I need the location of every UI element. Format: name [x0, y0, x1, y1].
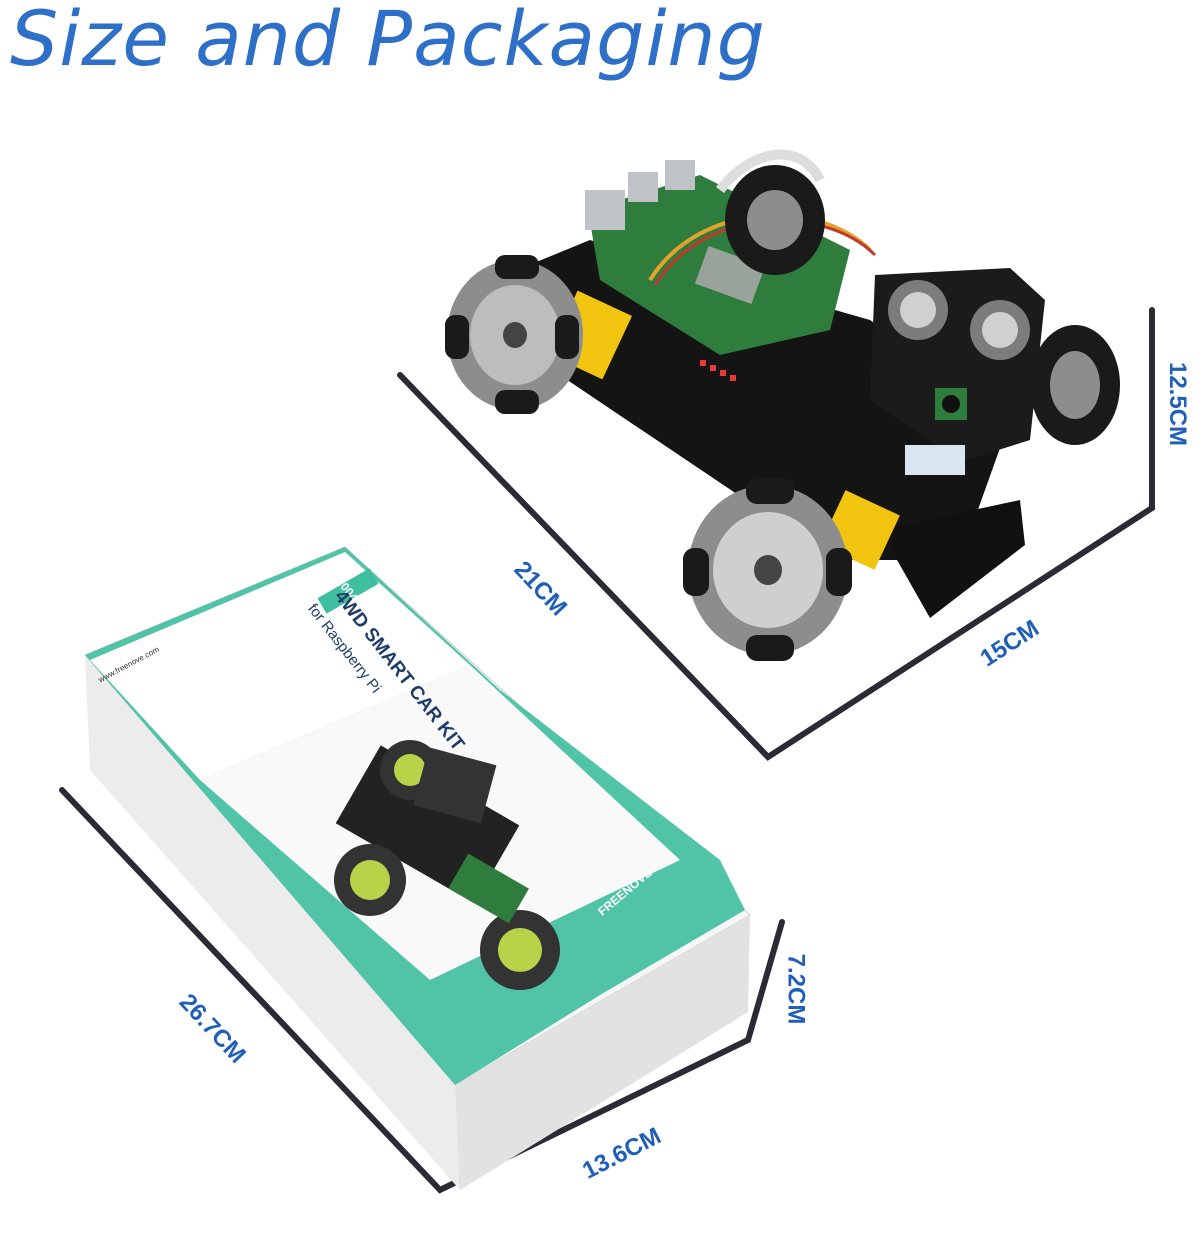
- packaging-box-image: [84, 546, 751, 1190]
- wheel: [445, 255, 583, 414]
- car-dimension-lines: [397, 307, 1155, 761]
- wheel: [683, 478, 852, 661]
- page-title: Size and Packaging: [10, 0, 766, 83]
- car-height-label: 12.5CM: [1164, 361, 1192, 447]
- box-dimension-lines: [59, 787, 785, 1194]
- box-height-label: 7.2CM: [782, 953, 810, 1025]
- wheel: [1030, 325, 1120, 445]
- robot-car-image: [445, 149, 1120, 661]
- wheel: [725, 165, 825, 275]
